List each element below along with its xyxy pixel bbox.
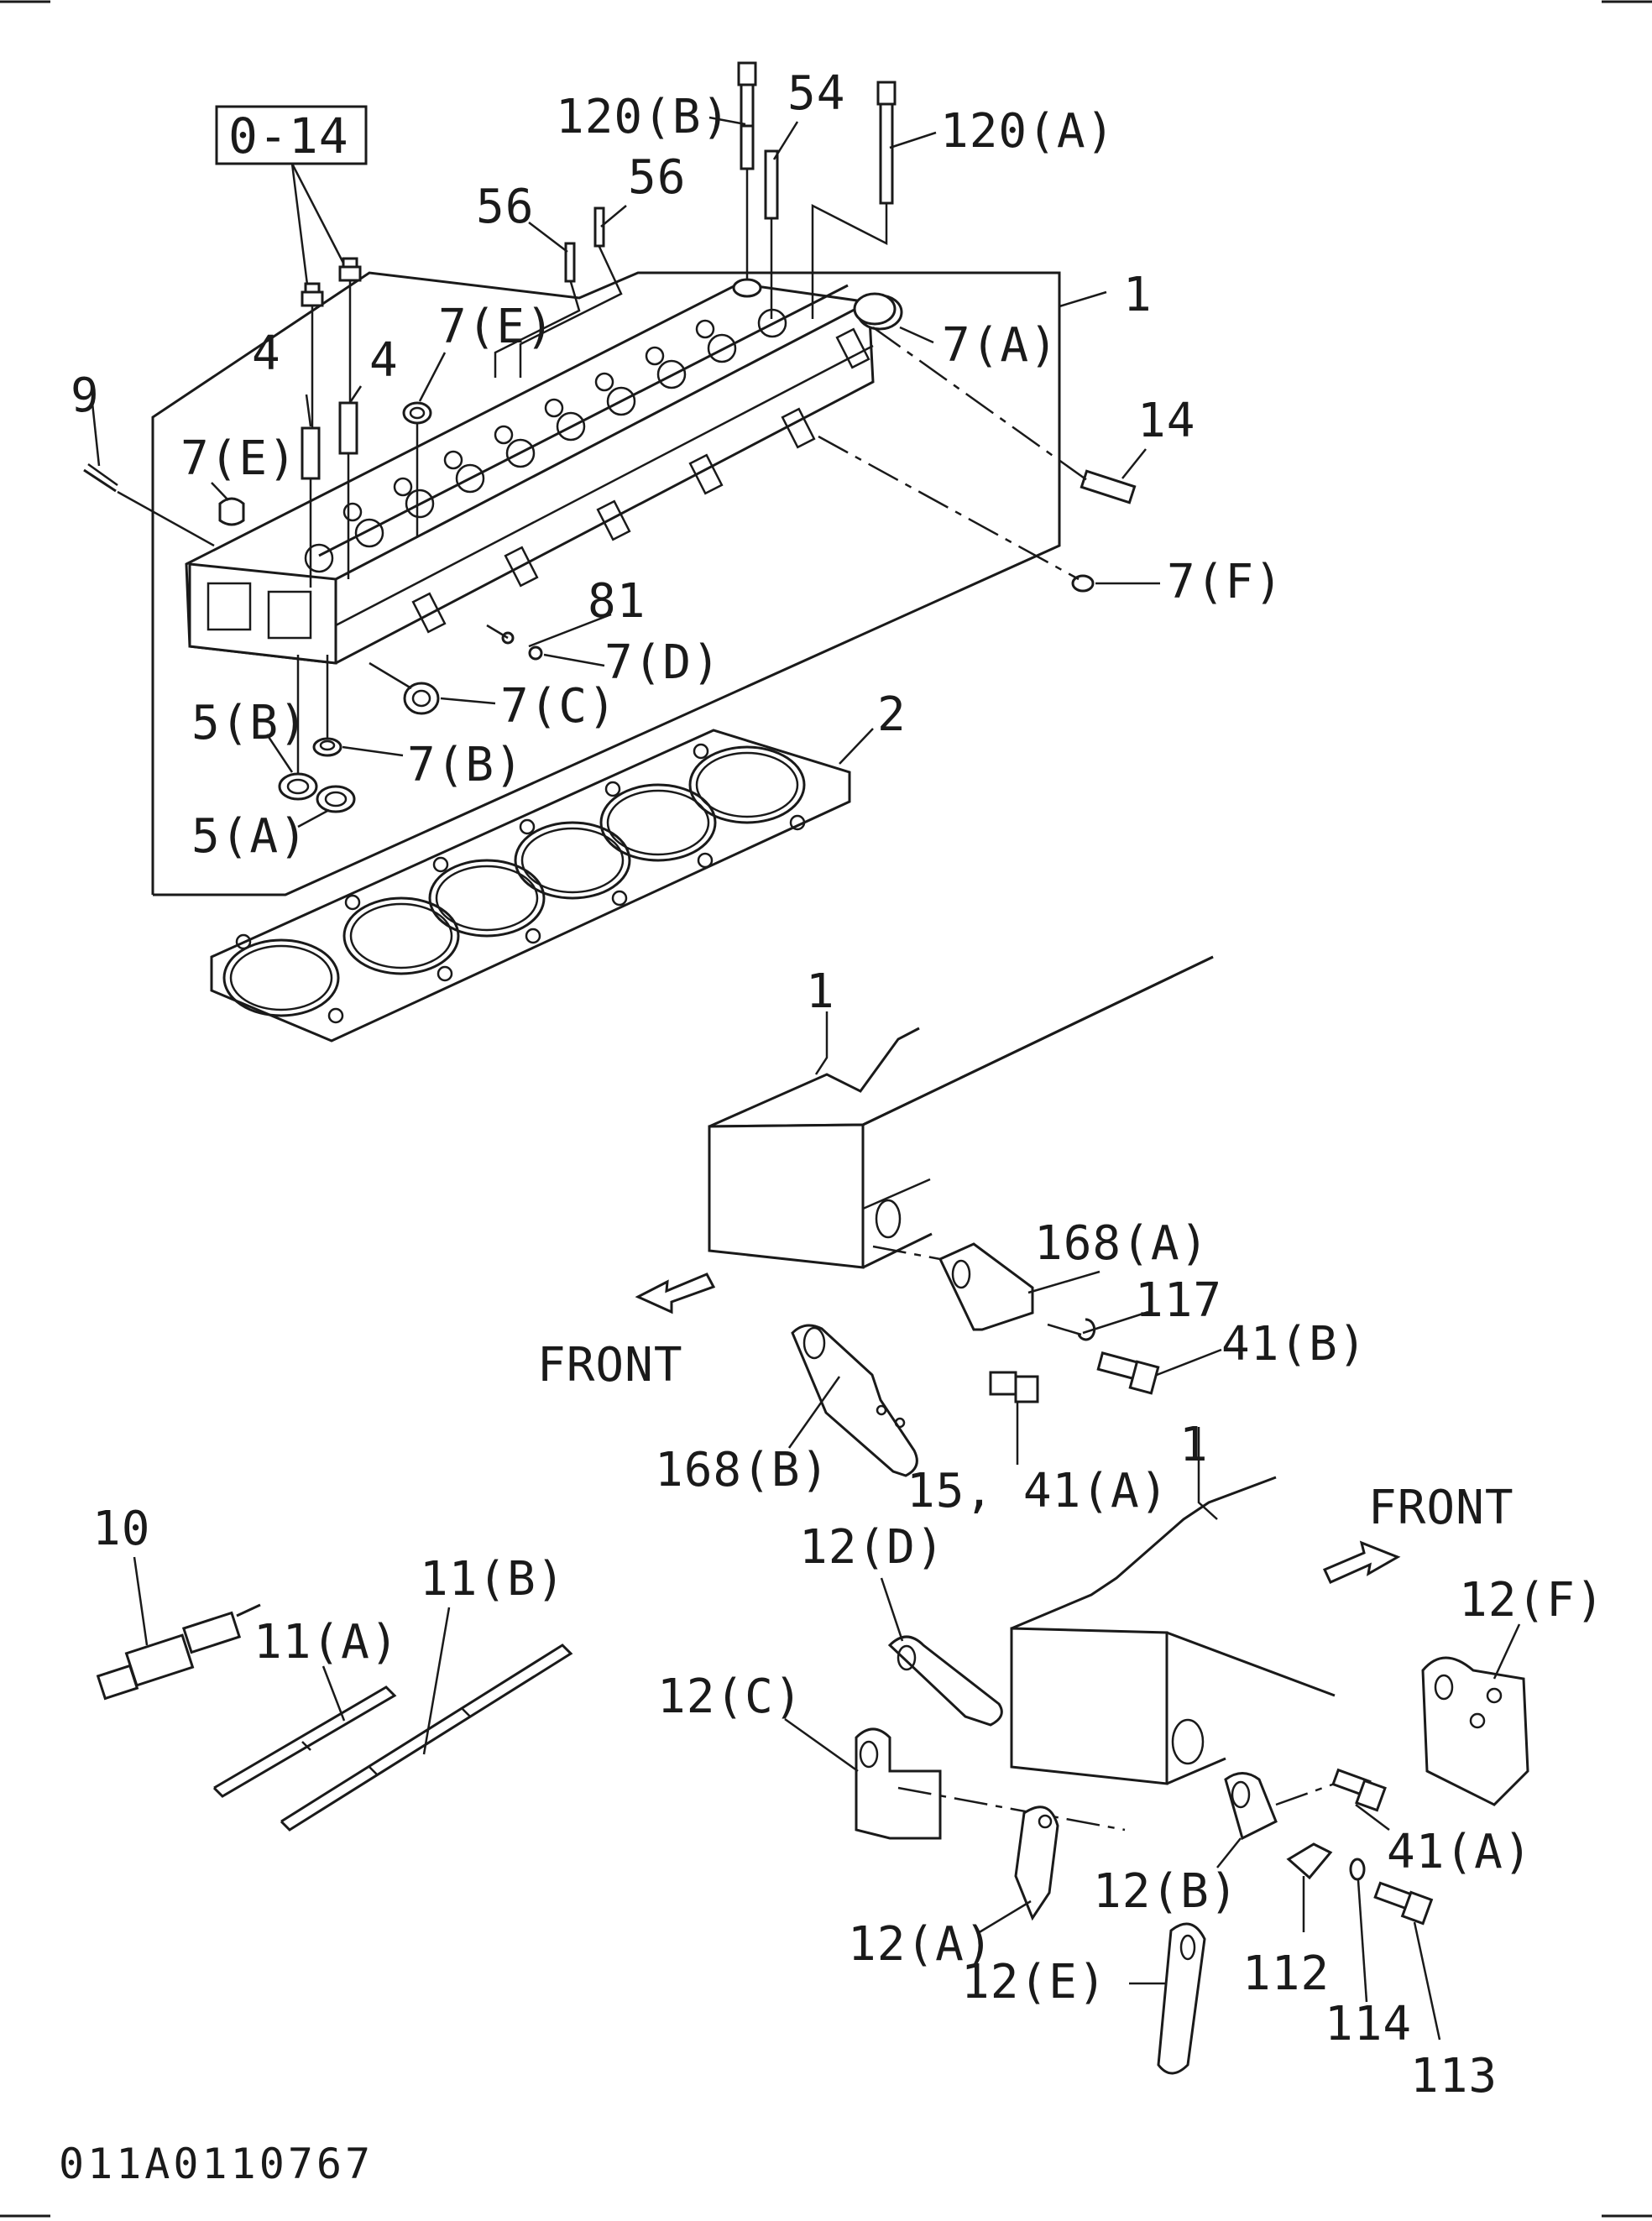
callout-168a: 168(A) [1034,1216,1209,1271]
valve-stem-seal [301,257,362,307]
callout-7e-top: 7(E) [438,300,555,354]
stud-54 [764,149,779,220]
callout-7d: 7(D) [604,635,721,690]
gasket-holes [235,743,806,1024]
callout-56-right: 56 [628,150,686,205]
bracket-12e [1157,1922,1206,2075]
callout-7a: 7(A) [942,318,1059,373]
callout-10: 10 [92,1502,150,1556]
head-bolt-120b [737,61,757,170]
cylinder-head [185,282,875,665]
bracket-12d [887,1635,1003,1727]
stud-56 [564,206,605,283]
callout-54: 54 [787,66,845,121]
callout-114: 114 [1325,1997,1412,2051]
clip-117 [1077,1318,1096,1341]
front-arrow-low [1322,1540,1401,1584]
reference-box [215,105,368,165]
callout-12e: 12(E) [961,1955,1107,2009]
callout-1-mid: 1 [806,964,835,1019]
plug-7c [403,682,440,715]
callout-120b: 120(B) [556,90,730,144]
clip-112 [1286,1842,1333,1880]
callout-41b: 41(B) [1221,1317,1367,1372]
front-arrow-mid [635,1273,716,1314]
gasket-bores [222,745,806,1017]
bracket-12f [1421,1656,1529,1806]
plug-7e-left [218,497,245,526]
valve-guide [301,401,358,480]
callout-112: 112 [1242,1947,1330,2001]
reference-box-label: 0-14 [228,107,349,165]
callout-4-left: 4 [252,327,281,381]
plug-7a [853,292,903,331]
cylinder-head-end-low [1010,1476,1336,1785]
callout-front-mid: FRONT [537,1338,683,1393]
bracket-168a [938,1242,1034,1331]
callout-11b: 11(B) [420,1552,566,1607]
bolt-15-41a [989,1371,1039,1403]
callout-168b: 168(B) [655,1443,829,1497]
bolt-41b [1096,1351,1160,1395]
side-ports [411,327,870,634]
washer-114 [1349,1858,1366,1881]
plug-81-7d [501,631,543,661]
callout-14: 14 [1137,394,1195,448]
valve-seat-5b [278,772,318,801]
callout-56-left: 56 [476,180,534,234]
callout-1-top: 1 [1123,268,1153,322]
bracket-12-group [855,1476,1529,2075]
callout-4-right: 4 [369,333,399,388]
callout-12f: 12(F) [1459,1573,1605,1628]
callout-11a: 11(A) [254,1615,400,1670]
bracket-12b [1224,1772,1278,1841]
callout-9: 9 [71,368,100,423]
connector-11a [212,1685,397,1798]
bracket-12c [855,1727,942,1840]
bolt-41a-low [1331,1768,1387,1812]
callout-15-41a: 15, 41(A) [907,1464,1168,1518]
callout-5b: 5(B) [191,696,308,750]
callout-12a: 12(A) [848,1917,994,1972]
head-bolt-120a [876,81,897,205]
glow-plug-10 [96,1603,261,1701]
callout-1-low: 1 [1179,1418,1209,1472]
callout-41a-low: 41(A) [1387,1825,1533,1879]
cylinder-head-group: 0-14 [83,61,1137,896]
callout-113: 113 [1410,2049,1498,2103]
callout-12d: 12(D) [799,1520,945,1575]
callout-7c: 7(C) [500,679,617,734]
stud-14 [1080,469,1137,504]
leader-lines [91,116,1521,2041]
callout-117: 117 [1135,1273,1222,1328]
bracket-168-group [635,955,1214,1477]
bolt-113 [1373,1881,1434,1926]
plug-7b [312,737,342,757]
bracket-12a [1014,1806,1059,1921]
valve-bosses [304,308,787,573]
callout-2: 2 [877,687,907,742]
callout-12b: 12(B) [1093,1864,1239,1919]
stud-9 [83,462,118,493]
document-id: 011A0110767 [59,2140,374,2188]
callout-front-low: FRONT [1368,1481,1514,1535]
callout-12c: 12(C) [657,1670,803,1724]
callout-81: 81 [588,574,646,629]
callout-7f: 7(F) [1167,555,1283,609]
callout-labels: 120(B) 54 120(A) 56 56 1 7(A) 7(E) 4 4 9… [59,66,1605,2188]
bracket-168b [791,1324,918,1477]
callout-7b: 7(B) [407,738,524,792]
head-gasket [210,729,851,1043]
plug-7e-top [402,401,432,425]
callout-5a: 5(A) [191,809,308,864]
callout-7e-left: 7(E) [180,431,297,486]
cylinder-head-end-mid [708,955,1214,1269]
valve-seat-5a [316,785,356,813]
callout-120a: 120(A) [940,104,1115,159]
